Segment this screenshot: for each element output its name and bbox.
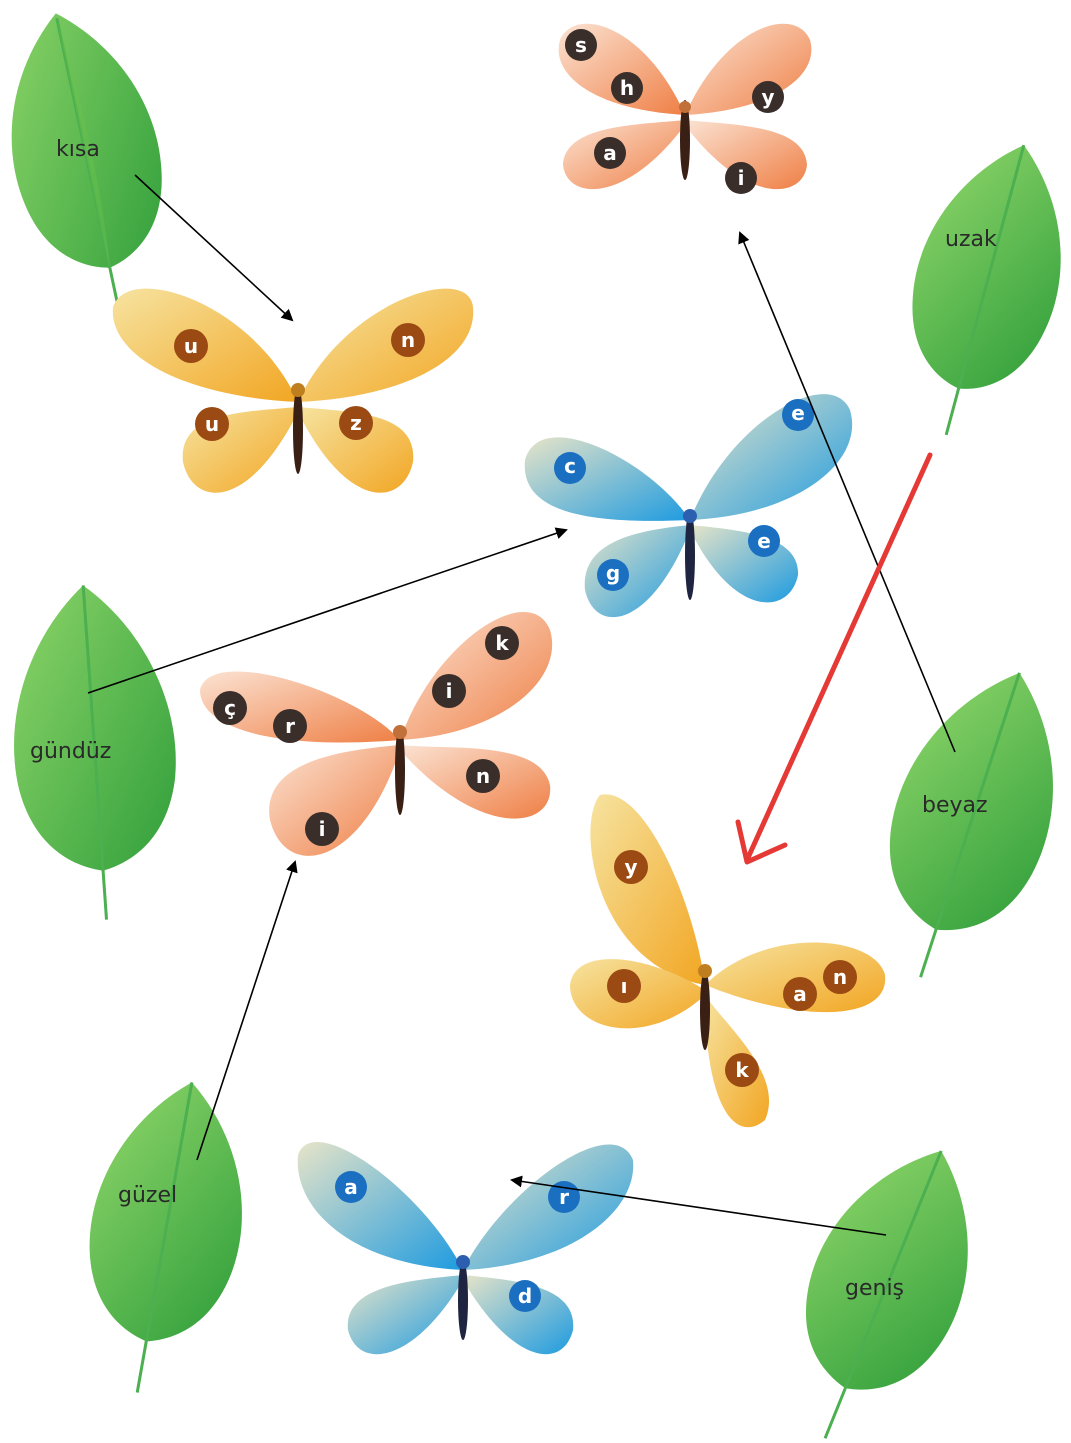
letter-b1-5: i — [738, 166, 745, 190]
letter-b6-3: r — [559, 1185, 569, 1209]
letter-b5-2: ı — [621, 974, 628, 998]
letter-b1-3: a — [603, 141, 617, 165]
leaf-beyaz[interactable] — [848, 649, 1071, 1001]
leaf-label-guzel: güzel — [118, 1183, 177, 1208]
leaf-label-gunduz: gündüz — [30, 739, 111, 764]
letter-b4-6: n — [476, 764, 490, 788]
letter-b3-3: e — [791, 401, 805, 425]
butterfly-b5[interactable] — [570, 794, 886, 1128]
letter-b3-2: g — [606, 561, 620, 585]
connector-genis — [510, 1175, 887, 1236]
letter-b3-1: c — [564, 454, 576, 478]
letter-b5-3: k — [735, 1058, 749, 1082]
butterfly-b4[interactable] — [200, 612, 553, 856]
connector-guzel — [196, 860, 298, 1161]
butterfly-b6[interactable] — [297, 1142, 634, 1355]
leaf-label-beyaz: beyaz — [922, 793, 988, 818]
letter-b1-2: h — [620, 76, 634, 100]
letter-b5-1: y — [624, 855, 637, 879]
letter-b1-1: s — [575, 33, 587, 57]
answer-arrow-uzak — [735, 452, 933, 865]
letter-b4-5: i — [446, 679, 453, 703]
connector-gunduz — [87, 527, 568, 694]
letter-b4-3: i — [319, 817, 326, 841]
letter-b5-5: n — [833, 965, 847, 989]
letter-b4-4: k — [495, 631, 509, 655]
letter-b3-4: e — [757, 529, 771, 553]
leaf-label-uzak: uzak — [945, 227, 997, 252]
connector-kisa — [134, 174, 294, 322]
letter-b1-4: y — [761, 85, 774, 109]
letter-b6-2: d — [518, 1284, 532, 1308]
leaf-label-genis: geniş — [845, 1276, 904, 1301]
leaf-genis[interactable] — [756, 1123, 1011, 1443]
letter-b2-4: z — [350, 411, 362, 435]
leaf-kisa[interactable] — [0, 0, 190, 327]
letter-b2-2: u — [205, 412, 219, 436]
leaf-guzel[interactable] — [64, 1069, 266, 1405]
butterfly-b1[interactable] — [558, 23, 812, 194]
letter-b5-4: a — [793, 982, 807, 1006]
butterfly-b2[interactable] — [112, 288, 474, 493]
leaf-label-kisa: kısa — [56, 137, 100, 162]
letter-b6-1: a — [344, 1175, 358, 1199]
letter-b2-1: u — [184, 334, 198, 358]
butterfly-b3[interactable] — [524, 394, 853, 618]
letter-b2-3: n — [401, 328, 415, 352]
letter-b4-1: ç — [224, 696, 236, 720]
leaf-uzak[interactable] — [878, 127, 1071, 454]
connector-beyaz — [738, 231, 956, 753]
letter-b4-2: r — [285, 714, 295, 738]
leaf-gunduz[interactable] — [3, 580, 187, 925]
